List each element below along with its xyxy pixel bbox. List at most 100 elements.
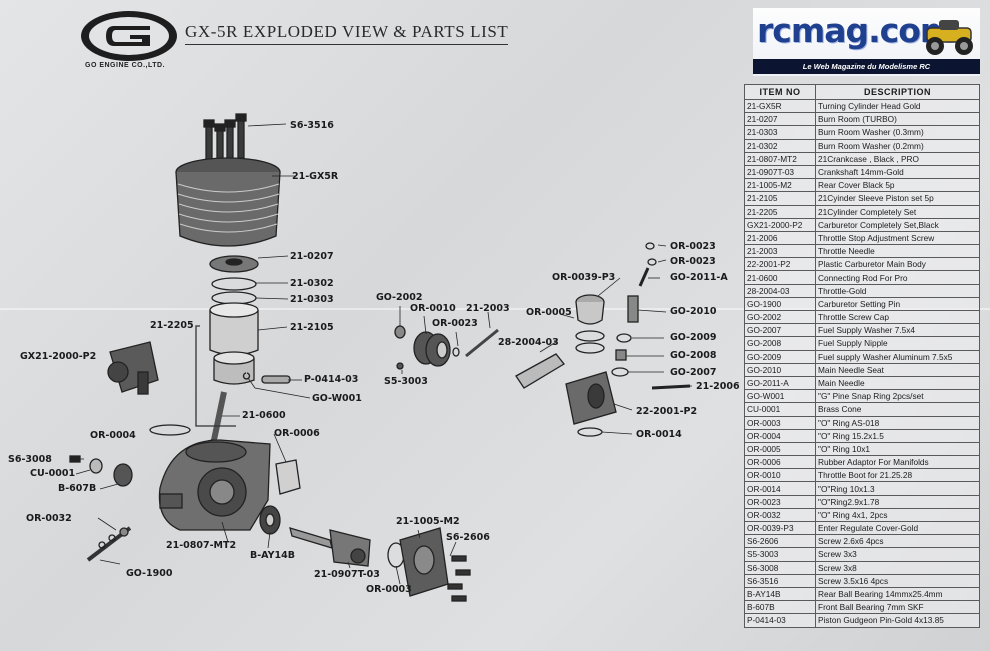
callout-go-2002: GO-2002 <box>376 292 423 303</box>
exploded-view <box>69 113 692 602</box>
description-cell: Screw 3x8 <box>815 560 980 575</box>
description-cell: Brass Cone <box>815 402 980 417</box>
cylinder-head <box>175 157 281 247</box>
description-cell: Rear Cover Black 5p <box>815 178 980 193</box>
callout-s5-3003: S5-3003 <box>384 376 428 387</box>
item-no-cell: S6-3516 <box>744 573 816 588</box>
carburetor-body <box>565 371 617 425</box>
description-cell: Front Ball Bearing 7mm SKF <box>815 600 980 615</box>
callout-21-2105: 21-2105 <box>290 322 334 333</box>
item-no-cell: OR-0023 <box>744 494 816 509</box>
item-no-cell: OR-0006 <box>744 455 816 470</box>
item-no-cell: OR-0010 <box>744 468 816 483</box>
item-no-cell: 21-2003 <box>744 244 816 259</box>
callout-21-0207: 21-0207 <box>290 251 334 262</box>
callout-go-2008: GO-2008 <box>670 350 717 361</box>
callout-or-0023-center: OR-0023 <box>432 318 478 329</box>
description-cell: Throttle Needle <box>815 244 980 259</box>
description-cell: Enter Regulate Cover-Gold <box>815 520 980 536</box>
item-no-cell: 21-0303 <box>744 125 816 140</box>
item-no-cell: S6-3008 <box>744 560 816 575</box>
item-no-cell: P-0414-03 <box>744 613 816 628</box>
callout-go-2007: GO-2007 <box>670 367 717 378</box>
table-row: OR-0023"O"Ring2.9x1.78 <box>744 494 980 509</box>
description-cell: Throttle Screw Cap <box>815 309 980 325</box>
head-screws <box>203 113 247 169</box>
description-cell: Fuel Supply Washer 7.5x4 <box>815 323 980 338</box>
brand-caption: GO ENGINE CO.,LTD. <box>85 62 166 69</box>
crankshaft <box>289 527 371 567</box>
item-no-cell: 21-0907T-03 <box>744 164 816 180</box>
description-cell: "O"Ring2.9x1.78 <box>815 494 980 509</box>
callout-go-2011-a: GO-2011-A <box>670 272 728 283</box>
table-row: OR-0032"O" Ring 4x1, 2pcs <box>744 507 980 523</box>
callout-21-0807-mt2: 21-0807-MT2 <box>166 540 237 551</box>
callout-28-2004-03: 28-2004-03 <box>498 337 559 348</box>
description-cell: "O" Ring 10x1 <box>815 441 980 457</box>
item-no-cell: 21-0207 <box>744 112 816 127</box>
description-cell: Crankshaft 14mm-Gold <box>815 164 980 180</box>
callout-21-0302: 21-0302 <box>290 278 334 289</box>
callout-p-0414-03: P-0414-03 <box>304 374 359 385</box>
description-cell: Throttle Stop Adjustment Screw <box>815 230 980 246</box>
callout-go-2009: GO-2009 <box>670 332 717 343</box>
description-cell: 21Cyinder Sleeve Piston set 5p <box>815 191 980 206</box>
description-cell: Screw 2.6x6 4pcs <box>815 534 980 549</box>
callout-go-1900: GO-1900 <box>126 568 173 579</box>
callout-or-0032: OR-0032 <box>26 513 72 524</box>
item-no-cell: 21-0600 <box>744 270 816 285</box>
description-cell: "O" Ring 15.2x1.5 <box>815 428 980 443</box>
item-no-cell: 21-0302 <box>744 138 816 153</box>
callout-or-0010: OR-0010 <box>410 303 456 314</box>
crankcase <box>158 439 271 531</box>
callout-or-0004: OR-0004 <box>90 430 136 441</box>
item-no-cell: B-607B <box>744 600 816 615</box>
table-row: OR-0003"O" Ring AS-018 <box>744 415 980 430</box>
callout-or-0023-second: OR-0023 <box>670 256 716 267</box>
description-cell: Rubber Adaptor For Manifolds <box>815 455 980 470</box>
item-no-cell: OR-0014 <box>744 481 816 496</box>
callout-21-0907t-03: 21-0907T-03 <box>314 569 380 580</box>
item-no-cell: GO-2009 <box>744 349 816 364</box>
description-cell: Throttle Boot for 21.25.28 <box>815 468 980 483</box>
callout-s6-2606: S6-2606 <box>446 532 490 543</box>
description-cell: Main Needle <box>815 375 980 391</box>
item-no-cell: CU-0001 <box>744 402 816 417</box>
item-no-cell: GX21-2000-P2 <box>744 217 816 232</box>
item-no-cell: OR-0003 <box>744 415 816 430</box>
callout-s6-3516: S6-3516 <box>290 120 334 131</box>
description-cell: Burn Room (TURBO) <box>815 112 980 127</box>
callout-or-0023-top: OR-0023 <box>670 241 716 252</box>
table-row: OR-0004"O" Ring 15.2x1.5 <box>744 428 980 443</box>
callout-gx21-2000-p2: GX21-2000-P2 <box>20 351 97 362</box>
item-no-cell: GO-2011-A <box>744 375 816 391</box>
page-title: GX-5R EXPLODED VIEW & PARTS LIST <box>185 22 509 45</box>
item-no-cell: 22-2001-P2 <box>744 257 816 272</box>
table-row: OR-0005"O" Ring 10x1 <box>744 441 980 457</box>
item-no-cell: 21-0807-MT2 <box>744 151 816 166</box>
item-no-cell: OR-0005 <box>744 441 816 457</box>
callout-21-2006: 21-2006 <box>696 381 740 392</box>
item-no-cell: OR-0004 <box>744 428 816 443</box>
description-cell: Screw 3.5x16 4pcs <box>815 573 980 588</box>
